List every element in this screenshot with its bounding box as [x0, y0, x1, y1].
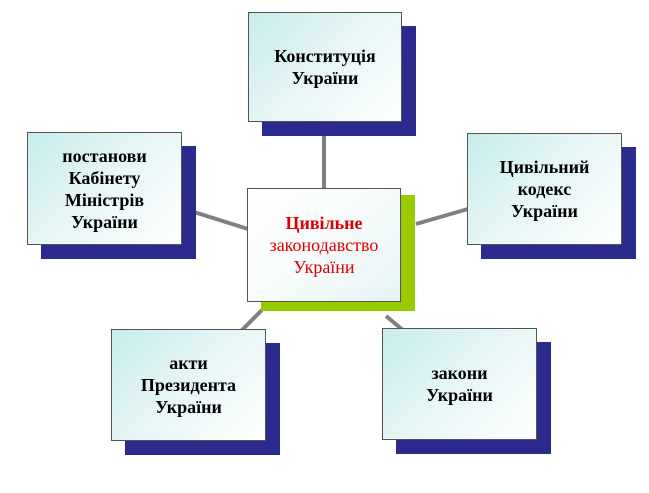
- node-laws: закони України: [382, 328, 551, 454]
- node-box: Конституція України: [248, 12, 402, 122]
- node-box: Цивільний кодекс України: [467, 133, 622, 245]
- node-constitution: Конституція України: [248, 12, 416, 136]
- node-president-acts-label: акти Президента України: [140, 353, 237, 417]
- node-constitution-label: Конституція України: [274, 46, 376, 88]
- node-center-civil-legislation: Цивільне законодавство України: [247, 188, 415, 311]
- connector-civil-code: [415, 207, 469, 226]
- node-civil-code-label: Цивільний кодекс України: [499, 157, 590, 221]
- node-box: акти Президента України: [111, 329, 266, 441]
- node-president-acts: акти Президента України: [111, 329, 280, 455]
- connector-cabinet: [193, 210, 249, 231]
- node-cabinet-resolutions-label: постанови Кабінету Міністрів України: [62, 145, 147, 232]
- center-node-subtitle: законодавство України: [269, 235, 379, 277]
- node-box: закони України: [382, 328, 537, 440]
- node-box: постанови Кабінету Міністрів України: [27, 132, 182, 245]
- connector-president-acts: [239, 308, 264, 333]
- node-civil-code: Цивільний кодекс України: [467, 133, 636, 259]
- center-node-box: Цивільне законодавство України: [247, 188, 401, 302]
- node-cabinet-resolutions: постанови Кабінету Міністрів України: [27, 132, 196, 259]
- node-laws-label: закони України: [426, 363, 493, 405]
- center-node-title: Цивільне: [285, 213, 363, 233]
- center-node-label: Цивільне законодавство України: [270, 212, 379, 278]
